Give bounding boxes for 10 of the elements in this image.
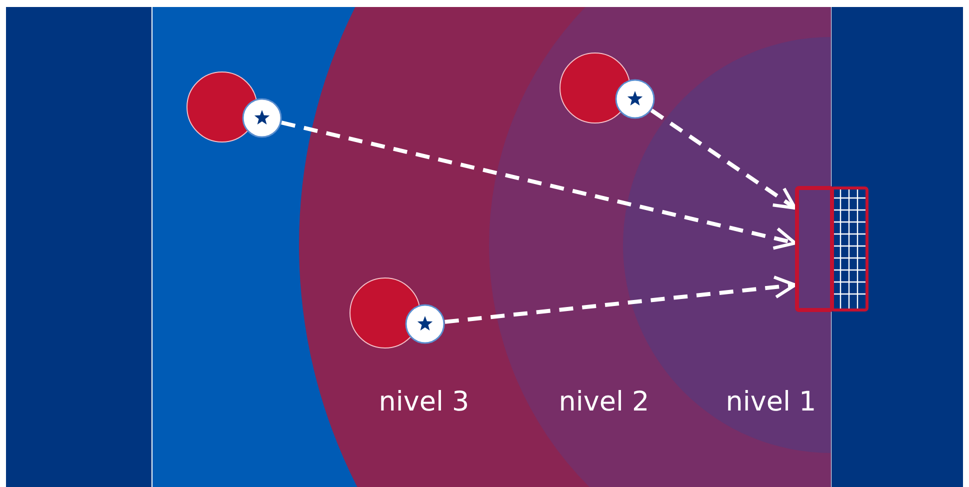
zone-label: nivel 3 — [378, 386, 470, 418]
goal-drawing — [795, 186, 869, 312]
player-with-ball-icon — [558, 51, 656, 125]
player-with-ball-icon — [185, 70, 283, 144]
player-with-ball-icon — [348, 276, 446, 350]
zone-label: nivel 1 — [726, 386, 816, 418]
zone-label: nivel 2 — [558, 386, 650, 418]
arrow — [650, 108, 797, 210]
arrow — [281, 120, 797, 250]
arrow — [444, 276, 797, 324]
